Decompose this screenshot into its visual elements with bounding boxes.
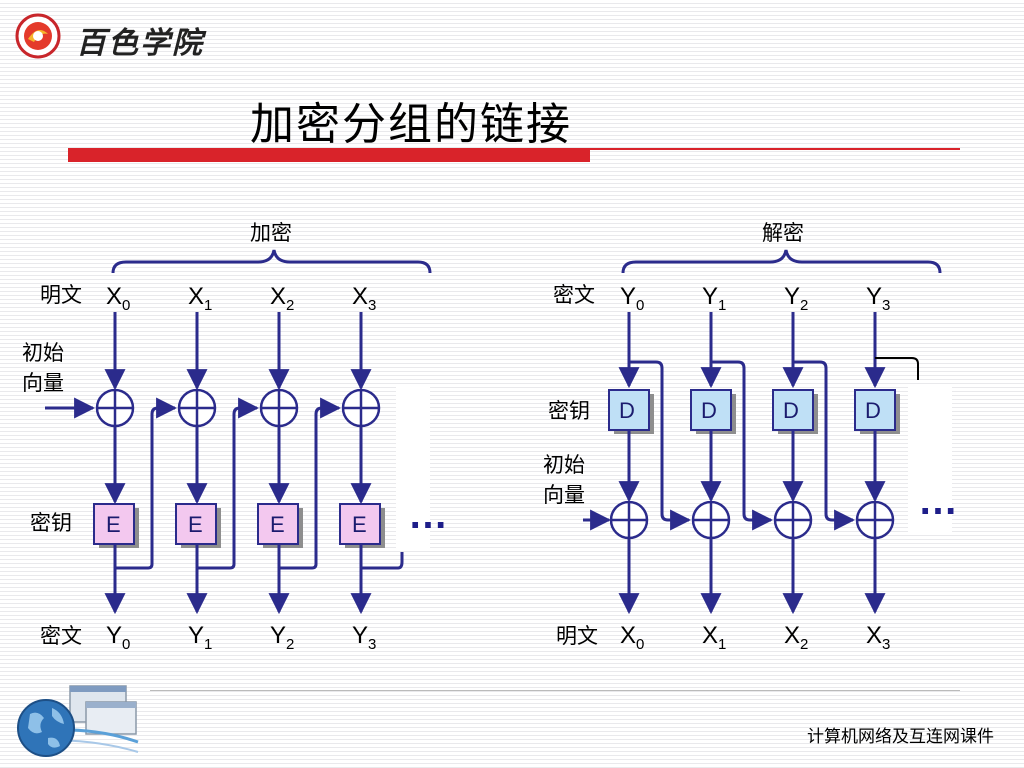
enc-column-3: X3 E Y3 <box>339 283 404 653</box>
dec-output-x1: X1 <box>702 622 726 653</box>
dec-iv-label-line2: 向量 <box>543 483 585 507</box>
dec-output-x2: X2 <box>784 622 808 653</box>
enc-iv-label-line2: 向量 <box>22 371 64 395</box>
footer-rule <box>150 690 960 691</box>
title-underline-bar <box>68 148 590 162</box>
dec-plaintext-label: 明文 <box>556 624 598 648</box>
enc-continuation-dots: … <box>408 493 448 537</box>
enc-input-x3: X3 <box>352 283 376 314</box>
enc-key-label: 密钥 <box>30 511 72 535</box>
dec-continuation-mask <box>908 385 952 535</box>
enc-output-y1: Y1 <box>188 622 212 653</box>
dec-iv-label-line1: 初始 <box>543 453 585 477</box>
dec-xor-3 <box>855 500 895 540</box>
enc-input-x2: X2 <box>270 283 294 314</box>
svg-text:E: E <box>188 512 203 537</box>
enc-ciphertext-label: 密文 <box>40 624 82 648</box>
enc-xor-0 <box>95 388 135 428</box>
enc-xor-3 <box>341 388 381 428</box>
decryption-brace <box>621 249 942 274</box>
enc-block-2: E <box>257 503 303 548</box>
dec-xor-0 <box>609 500 649 540</box>
enc-input-x0: X0 <box>106 283 130 314</box>
enc-block-1: E <box>175 503 221 548</box>
college-emblem-icon <box>15 13 61 59</box>
enc-input-x1: X1 <box>188 283 212 314</box>
dec-output-x3: X3 <box>866 622 890 653</box>
svg-text:E: E <box>270 512 285 537</box>
dec-input-y0: Y0 <box>620 283 644 314</box>
decryption-label: 解密 <box>762 221 804 245</box>
dec-xor-1 <box>691 500 731 540</box>
dec-column-0: Y0 D X0 <box>583 283 692 653</box>
dec-block-3: D <box>854 389 900 434</box>
globe-network-icon <box>17 685 139 757</box>
footer-course-title: 计算机网络及互连网课件 <box>807 727 994 747</box>
encryption-brace <box>111 249 432 274</box>
logo-text: 百色学院 <box>76 26 204 61</box>
college-logo: 百色学院 <box>14 12 204 61</box>
dec-input-y3: Y3 <box>866 283 890 314</box>
enc-column-2: X2 E Y2 <box>257 283 342 653</box>
svg-text:E: E <box>352 512 367 537</box>
enc-output-y0: Y0 <box>106 622 130 653</box>
dec-block-0: D <box>608 389 654 434</box>
dec-output-x0: X0 <box>620 622 644 653</box>
dec-input-y1: Y1 <box>702 283 726 314</box>
decryption-section: 解密 密文 密钥 初始 向量 明文 Y0 D X0 Y1 D X1 <box>543 221 958 653</box>
svg-text:D: D <box>783 398 799 423</box>
enc-plaintext-label: 明文 <box>40 283 82 307</box>
dec-ciphertext-label: 密文 <box>553 283 595 307</box>
dec-key-label: 密钥 <box>548 399 590 423</box>
enc-xor-1 <box>177 388 217 428</box>
svg-text:D: D <box>619 398 635 423</box>
enc-column-1: X1 E Y1 <box>175 283 260 653</box>
dec-column-1: Y1 D X1 <box>690 283 774 653</box>
title-underline-rule <box>590 148 960 150</box>
enc-xor-2 <box>259 388 299 428</box>
svg-text:E: E <box>106 512 121 537</box>
enc-continuation-mask <box>396 385 430 550</box>
enc-block-3: E <box>339 503 385 548</box>
dec-continuation-dots: … <box>918 479 958 523</box>
enc-output-y2: Y2 <box>270 622 294 653</box>
enc-output-y3: Y3 <box>352 622 376 653</box>
dec-column-2: Y2 D X2 <box>772 283 856 653</box>
page-title: 加密分组的链接 <box>250 99 572 150</box>
dec-xor-2 <box>773 500 813 540</box>
enc-column-0: X0 E Y0 <box>45 283 178 653</box>
svg-text:D: D <box>701 398 717 423</box>
enc-block-0: E <box>93 503 139 548</box>
dec-column-3: Y3 D X3 <box>854 283 919 653</box>
dec-block-1: D <box>690 389 736 434</box>
dec-block-2: D <box>772 389 818 434</box>
enc-iv-label-line1: 初始 <box>22 341 64 365</box>
encryption-label: 加密 <box>250 221 292 245</box>
svg-text:D: D <box>865 398 881 423</box>
encryption-section: 加密 明文 初始 向量 密钥 密文 X0 E Y0 X1 E Y1 <box>22 221 448 653</box>
dec-input-y2: Y2 <box>784 283 808 314</box>
